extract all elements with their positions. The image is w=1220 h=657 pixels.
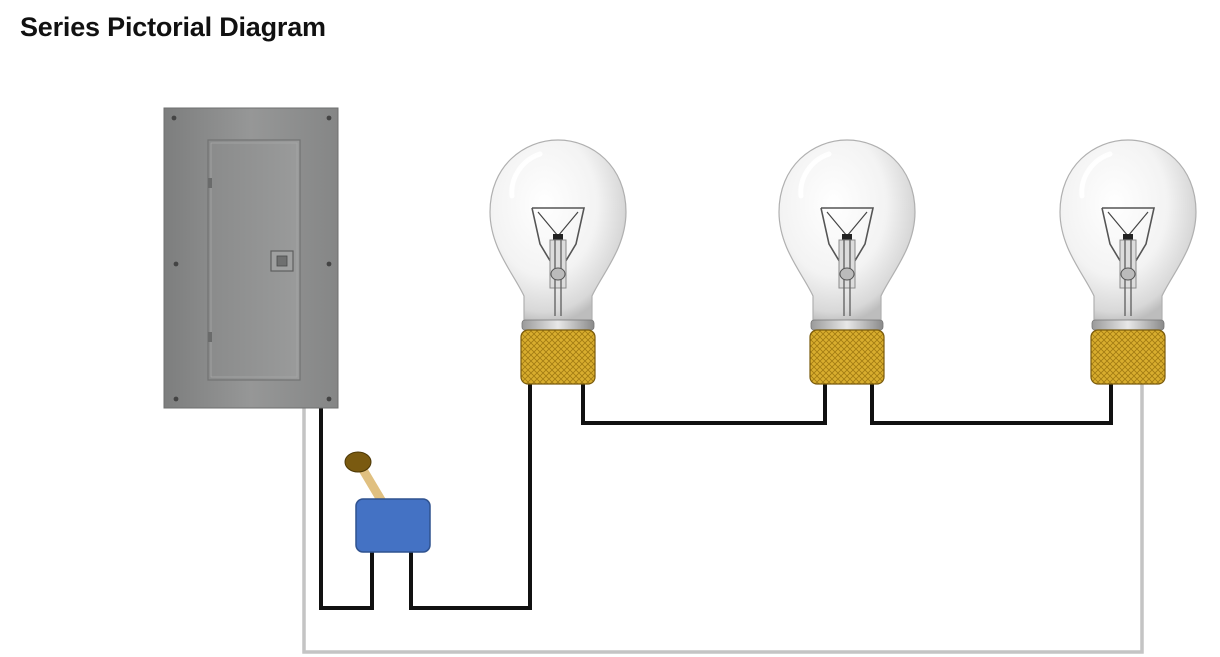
wire-switch-to-bulb-1 [409,384,532,610]
hot-wire-panel-to-switch [319,408,374,610]
diagram-title: Series Pictorial Diagram [20,12,326,42]
wire-bulb-1-to-bulb-2 [581,384,827,425]
light-bulb-1 [490,140,626,384]
neutral-wire [302,384,1144,654]
wire-bulb-2-to-bulb-3 [870,384,1113,425]
switch-knob [344,451,372,473]
light-bulb-2 [779,140,915,384]
light-bulb-3 [1060,140,1196,384]
switch-body [355,498,431,553]
toggle-switch [344,451,431,553]
breaker-panel [163,107,339,409]
panel-latch-icon [270,250,294,272]
